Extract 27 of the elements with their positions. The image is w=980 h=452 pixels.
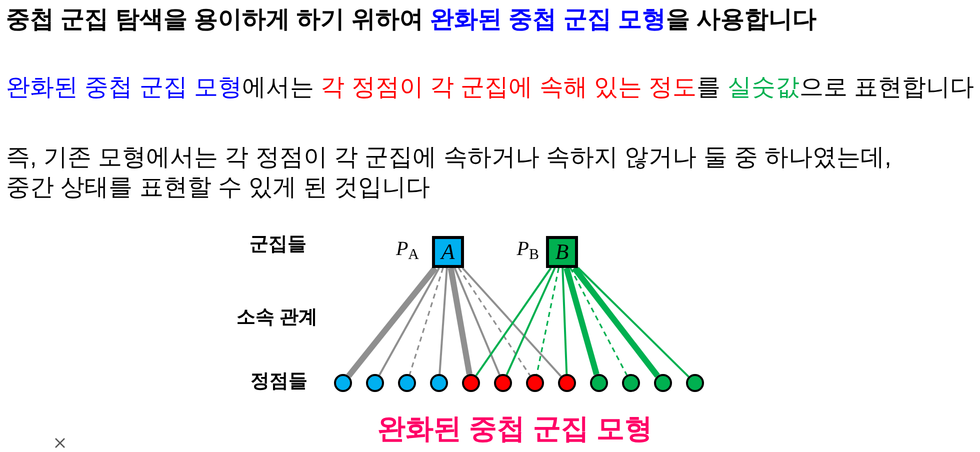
cluster-box: A — [432, 236, 464, 268]
membership-line — [448, 267, 472, 375]
membership-line — [577, 267, 690, 378]
membership-line — [454, 268, 500, 376]
membership-line — [378, 268, 440, 376]
row-label: 소속 관계 — [236, 306, 318, 330]
membership-line — [564, 267, 600, 376]
cluster-parameter-label: P$_{B}$ — [516, 237, 539, 261]
membership-line — [346, 266, 438, 378]
cluster-box: B — [546, 236, 578, 268]
membership-line — [462, 267, 562, 378]
description-text: 완화된 중첩 군집 모형에서는 각 정점이 각 군집에 속해 있는 정도를 실숫값으로 표현합니다 — [6, 73, 974, 103]
membership-line — [572, 266, 660, 378]
membership-line — [458, 268, 531, 376]
membership-line — [506, 268, 556, 376]
description-text: 즉, 기존 모형에서는 각 정점이 각 군집에 속하거나 속하지 않거나 둘 중 하나였는데, 중간 상태를 표현할 수 있게 된 것입니다 — [6, 143, 892, 203]
cluster-parameter-label: P$_{A}$ — [396, 237, 419, 261]
membership-line — [536, 268, 560, 374]
row-label: 정점들 — [250, 370, 308, 394]
membership-line — [438, 268, 448, 374]
caption-text: 완화된 중첩 군집 모형 — [377, 412, 653, 446]
title-text: 중첩 군집 탐색을 용이하게 하기 위하여 완화된 중첩 군집 모형을 사용합니다 — [6, 5, 817, 35]
membership-line — [475, 267, 552, 376]
membership-line — [408, 268, 444, 375]
row-label: 군집들 — [250, 233, 306, 257]
membership-line — [562, 268, 568, 374]
membership-line — [570, 268, 628, 376]
